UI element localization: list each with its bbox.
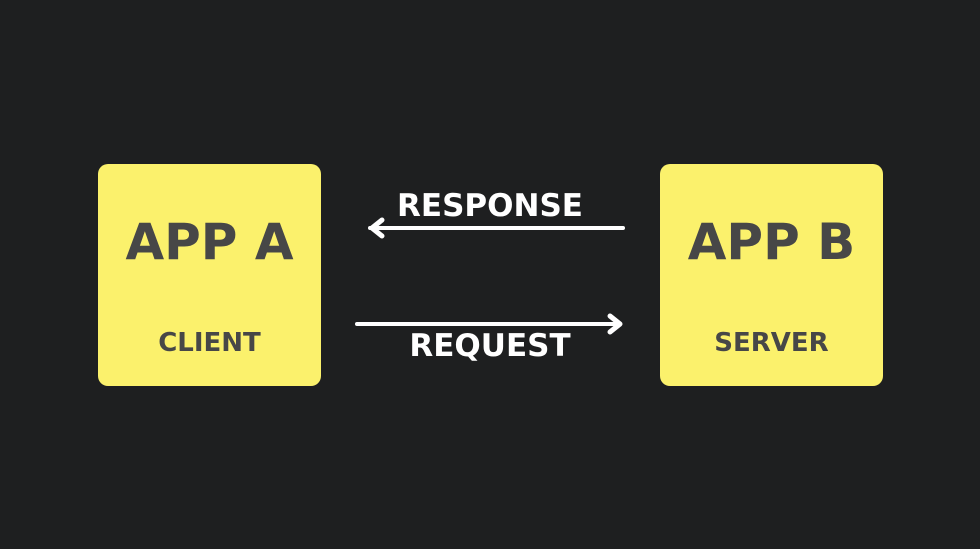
response-label: RESPONSE (397, 188, 583, 224)
server-box: APP B SERVER (660, 164, 883, 386)
server-title: APP B (687, 213, 856, 271)
request-arrow (355, 313, 623, 335)
server-role-label: SERVER (714, 328, 829, 358)
client-box: APP A CLIENT (98, 164, 321, 386)
request-label: REQUEST (409, 328, 571, 364)
response-arrow (368, 217, 625, 239)
client-title: APP A (125, 213, 294, 271)
client-role-label: CLIENT (158, 328, 261, 358)
